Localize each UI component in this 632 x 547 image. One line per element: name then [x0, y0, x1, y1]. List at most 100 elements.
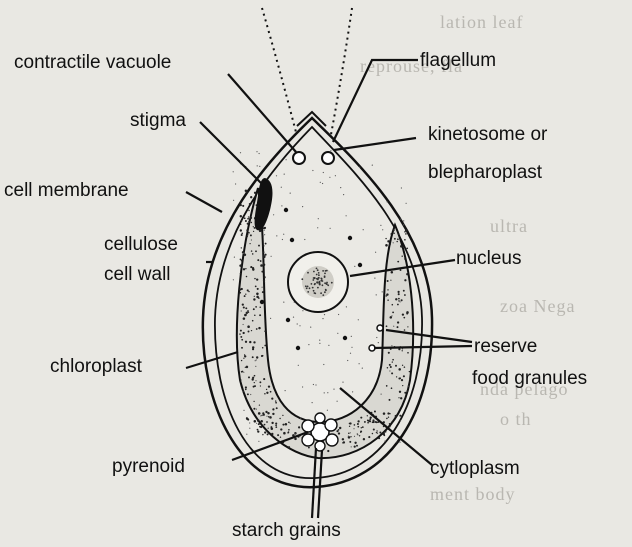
- stipple-dot: [329, 177, 330, 178]
- stipple-dot: [244, 354, 245, 355]
- stipple-dot: [314, 277, 316, 279]
- stipple-dot: [252, 268, 254, 270]
- stipple-dot: [390, 316, 393, 319]
- stipple-dot: [337, 401, 338, 402]
- stipple-dot: [258, 412, 261, 415]
- stipple-dot: [243, 410, 244, 411]
- stipple-dot: [250, 196, 252, 198]
- stipple-dot: [354, 442, 356, 444]
- stipple-dot: [241, 339, 243, 341]
- stipple-dot: [243, 253, 244, 254]
- stipple-dot: [270, 391, 272, 393]
- stipple-dot: [358, 319, 359, 320]
- stipple-dot: [248, 232, 250, 234]
- stipple-dot: [374, 278, 375, 279]
- stipple-dot: [382, 229, 383, 230]
- stipple-dot: [277, 434, 279, 436]
- stipple-dot: [258, 423, 260, 425]
- stipple-dot: [251, 330, 252, 331]
- stipple-dot: [312, 402, 313, 403]
- stipple-dot: [255, 250, 257, 252]
- stipple-dot: [298, 426, 300, 428]
- stipple-dot: [399, 391, 401, 393]
- stipple-dot: [260, 420, 263, 423]
- stipple-dot: [387, 280, 389, 282]
- stipple-dot: [313, 271, 315, 273]
- stipple-dot: [271, 398, 273, 400]
- stipple-dot: [389, 423, 391, 425]
- stipple-dot: [325, 270, 327, 272]
- stipple-dot: [259, 307, 260, 308]
- stipple-dot: [247, 393, 249, 395]
- stipple-dot: [280, 428, 282, 430]
- stipple-dot: [404, 239, 406, 241]
- stipple-dot: [272, 436, 273, 437]
- stipple-dot: [284, 174, 285, 175]
- stipple-dot: [265, 243, 267, 245]
- stipple-dot: [387, 201, 388, 202]
- stipple-dot: [252, 253, 254, 255]
- stipple-dot: [367, 422, 369, 424]
- stipple-dot: [407, 386, 408, 387]
- stipple-dot: [240, 258, 242, 260]
- stipple-dot: [262, 347, 264, 349]
- svg-text:lation leaf: lation leaf: [440, 12, 523, 32]
- stipple-dot: [304, 239, 305, 240]
- stipple-dot: [247, 234, 248, 235]
- label-starch-grains: starch grains: [232, 520, 341, 541]
- stipple-dot: [324, 273, 326, 275]
- stipple-dot: [354, 436, 355, 437]
- stipple-dot: [393, 242, 394, 243]
- stipple-dot: [350, 353, 351, 354]
- stipple-dot: [372, 433, 374, 435]
- stipple-dot: [251, 250, 252, 251]
- stipple-dot: [245, 367, 246, 368]
- stipple-dot: [248, 331, 250, 333]
- stipple-dot: [234, 257, 235, 258]
- stipple-dot: [262, 245, 264, 247]
- stipple-dot: [299, 325, 300, 326]
- stipple-dot: [313, 384, 314, 385]
- stipple-dot: [264, 227, 266, 229]
- stipple-dot: [391, 372, 393, 374]
- stipple-dot: [249, 341, 251, 343]
- stipple-dot: [264, 234, 265, 235]
- stipple-dot: [342, 382, 343, 383]
- stipple-dot: [372, 165, 373, 166]
- label-reserve-line1: reserve: [474, 336, 537, 357]
- stipple-dot: [312, 287, 314, 289]
- stipple-dot: [398, 293, 400, 295]
- stipple-dot: [259, 153, 260, 154]
- stipple-dot: [233, 279, 234, 280]
- stipple-dot: [255, 286, 257, 288]
- stipple-dot: [245, 220, 247, 222]
- stipple-dot: [263, 251, 265, 253]
- stipple-dot: [357, 426, 359, 428]
- stipple-dot: [264, 424, 266, 426]
- stipple-dot: [402, 350, 403, 351]
- stipple-dot: [290, 423, 291, 424]
- label-reserve-line2: food granules: [472, 368, 587, 389]
- stipple-dot: [243, 324, 244, 325]
- stipple-dot: [349, 423, 350, 424]
- stipple-dot: [390, 366, 392, 368]
- stipple-dot: [247, 223, 249, 225]
- stipple-dot: [367, 415, 368, 416]
- stipple-dot: [400, 301, 401, 302]
- stipple-dot: [266, 389, 267, 390]
- stipple-dot: [318, 274, 320, 276]
- stipple-dot: [285, 423, 288, 426]
- stipple-dot: [409, 371, 410, 372]
- label-cellulose-line2: cell wall: [104, 264, 171, 285]
- stipple-dot: [317, 287, 319, 289]
- stipple-dot: [275, 422, 277, 424]
- stipple-dot: [397, 321, 399, 323]
- stipple-dot: [256, 356, 258, 358]
- stipple-dot: [377, 432, 378, 433]
- stipple-dot: [398, 378, 400, 380]
- stipple-dot: [256, 278, 258, 280]
- stipple-dot: [360, 430, 362, 432]
- stipple-dot: [385, 431, 387, 433]
- stipple-dot: [265, 411, 267, 413]
